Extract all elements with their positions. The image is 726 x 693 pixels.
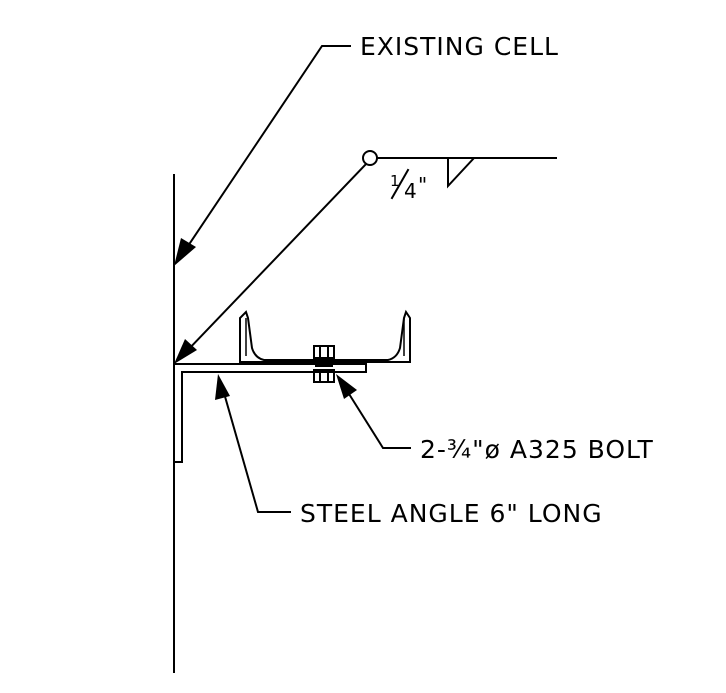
angle-label: STEEL ANGLE 6" LONG [300, 499, 603, 528]
bolt [313, 345, 335, 383]
field-weld-circle [362, 150, 378, 166]
svg-text:1: 1 [390, 172, 400, 190]
svg-text:4: 4 [404, 179, 417, 203]
steel-channel [239, 309, 411, 363]
angle-leader [215, 374, 291, 513]
existing-cell-arrowhead [174, 238, 196, 266]
steel-angle [173, 363, 367, 463]
bolt-arrowhead [336, 374, 357, 399]
bolt-leader [336, 374, 411, 449]
svg-text:": " [418, 173, 427, 197]
existing-cell-label: EXISTING CELL [360, 32, 559, 61]
existing-cell-leader [174, 45, 351, 266]
weld-size: 1 4 " [390, 168, 427, 203]
weld-arrowhead [174, 339, 197, 364]
bolt-label: 2-¾"ø A325 BOLT [420, 435, 654, 464]
weld-leader [174, 150, 557, 364]
angle-arrowhead [215, 374, 230, 400]
fillet-weld-symbol [447, 157, 477, 189]
